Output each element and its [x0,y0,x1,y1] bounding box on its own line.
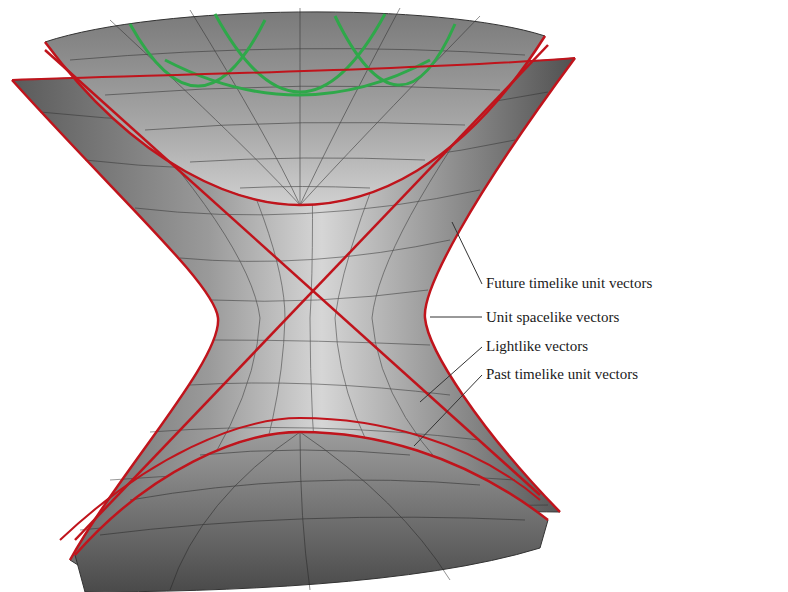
surface-grid [100,432,525,590]
callout-label: Lightlike vectors [486,337,588,355]
past-sheet-surface [75,432,548,592]
future-sheet-surface [45,12,545,205]
future-sheet-edge [45,36,545,205]
light-cone-line [75,45,548,540]
spacelike-edge [12,80,218,560]
callout-label: Unit spacelike vectors [486,308,619,326]
surface-grid [70,8,525,205]
callout-label: Future timelike unit vectors [486,274,652,292]
callout-label: Past timelike unit vectors [486,365,638,383]
leader-line [414,222,482,446]
spacelike-edge [12,58,575,80]
green-curve [130,14,455,95]
light-cone-line [45,50,540,495]
past-sheet-edge [75,432,548,555]
